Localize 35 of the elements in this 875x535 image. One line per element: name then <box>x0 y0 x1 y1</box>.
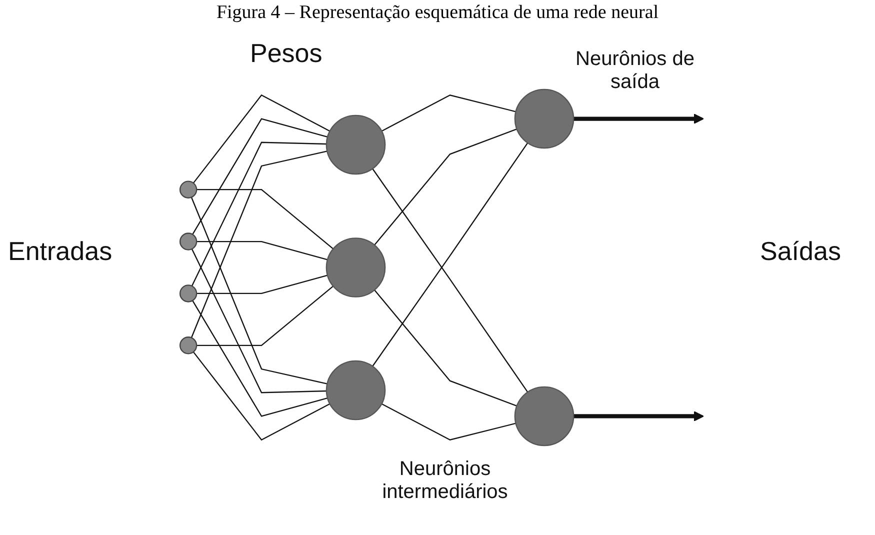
weight-line <box>381 403 516 440</box>
weight-line <box>192 94 330 184</box>
weight-line <box>191 248 326 394</box>
weight-line <box>192 300 328 417</box>
layer-label: Neurônios intermediários <box>381 458 509 504</box>
weight-line <box>374 290 517 406</box>
figure-title: Figura 4 – Representação esquemática de uma rede neural <box>215 2 660 24</box>
input-neuron-circle <box>179 232 198 250</box>
weight-line <box>196 274 328 294</box>
layer-label: Pesos <box>250 38 322 69</box>
layer-label: Neurônios de saída <box>574 48 696 94</box>
weight-line <box>190 197 328 384</box>
neuron-circle <box>514 88 574 149</box>
input-neuron-circle <box>179 284 198 302</box>
weight-line <box>190 150 328 338</box>
neuron-circle <box>514 386 574 446</box>
neuron-circle <box>326 114 386 175</box>
weight-line <box>196 240 328 260</box>
weight-line <box>372 142 528 367</box>
weight-line <box>196 286 334 346</box>
input-neuron-circle <box>179 180 198 198</box>
weight-line <box>192 118 328 235</box>
weight-line <box>381 94 516 132</box>
neuron-circle <box>326 238 386 298</box>
weight-line <box>372 168 528 392</box>
weight-line <box>374 128 517 246</box>
weight-line <box>192 352 330 441</box>
neuron-circle <box>326 360 386 420</box>
layer-label: Saídas <box>760 236 841 267</box>
output-arrow <box>574 411 704 422</box>
weight-line <box>196 189 334 250</box>
layer-label: Entradas <box>8 236 112 267</box>
weight-line <box>191 142 326 286</box>
input-neuron-circle <box>179 336 198 354</box>
output-arrow <box>574 114 704 124</box>
